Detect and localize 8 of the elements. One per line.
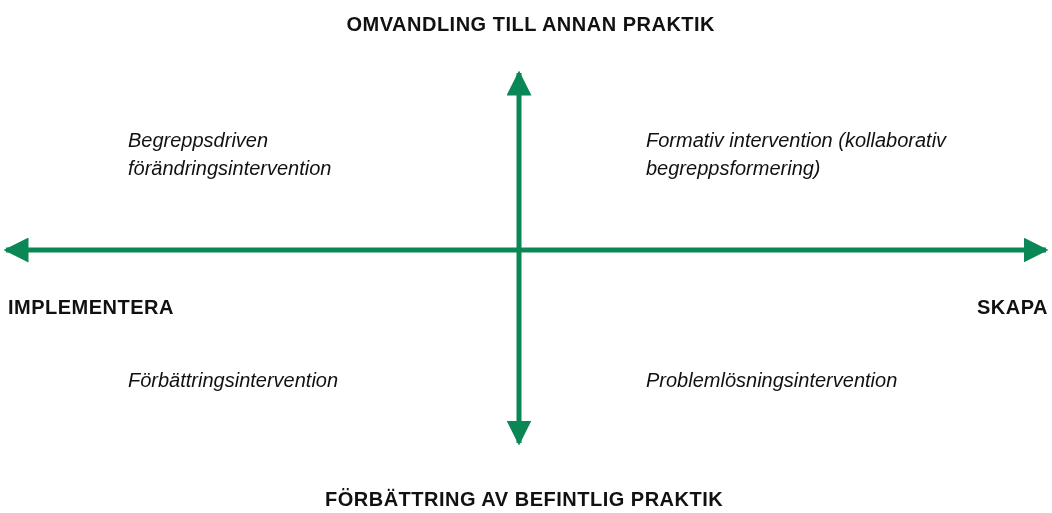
quadrant-label: Begreppsdriven förändringsintervention [128,128,333,181]
quadrant-label: Förbättringsintervention [128,368,339,393]
axis-label: SKAPA [976,295,1048,320]
quadrant-label: Formativ intervention (kollaborativ begreppsformering) [646,128,948,181]
axis-label: OMVANDLING TILL ANNAN PRAKTIK [346,12,716,37]
quadrant-label: Problemlösningsintervention [646,368,898,393]
axis-label: FÖRBÄTTRING AV BEFINTLIG PRAKTIK [325,487,724,512]
axis-label: IMPLEMENTERA [8,295,174,320]
